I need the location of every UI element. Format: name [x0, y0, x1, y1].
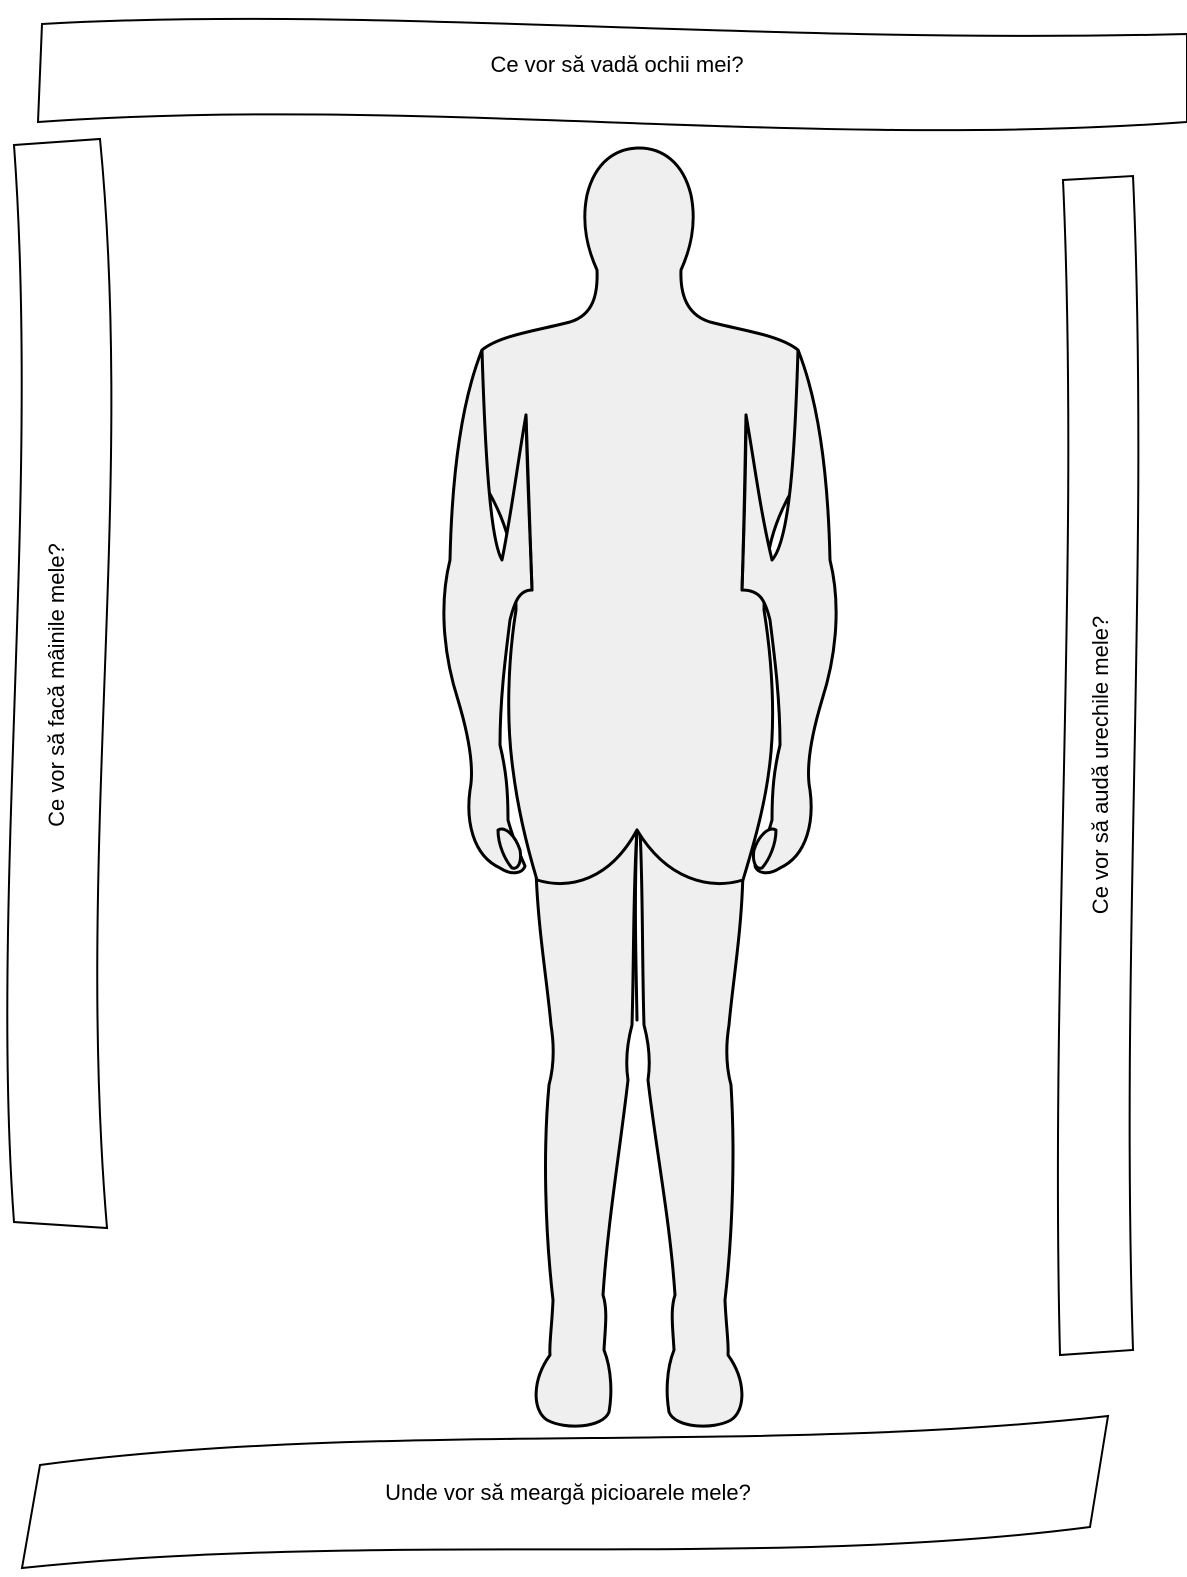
right-banner: Ce vor să audă urechile mele?	[1058, 176, 1138, 1355]
legs-prompt: Unde vor să meargă picioarele mele?	[385, 1480, 751, 1505]
hands-prompt: Ce vor să facă mâinile mele?	[44, 543, 69, 827]
inseam-line	[635, 830, 637, 1020]
right-leg-figure	[640, 830, 743, 1426]
top-banner: Ce vor să vadă ochii mei?	[38, 19, 1187, 130]
human-figure	[444, 148, 836, 1426]
ears-prompt: Ce vor să audă urechile mele?	[1088, 616, 1113, 914]
bottom-banner: Unde vor să meargă picioarele mele?	[22, 1416, 1108, 1568]
eyes-prompt: Ce vor să vadă ochii mei?	[490, 52, 743, 77]
left-banner: Ce vor să facă mâinile mele?	[7, 139, 111, 1228]
left-leg-figure	[536, 830, 637, 1426]
